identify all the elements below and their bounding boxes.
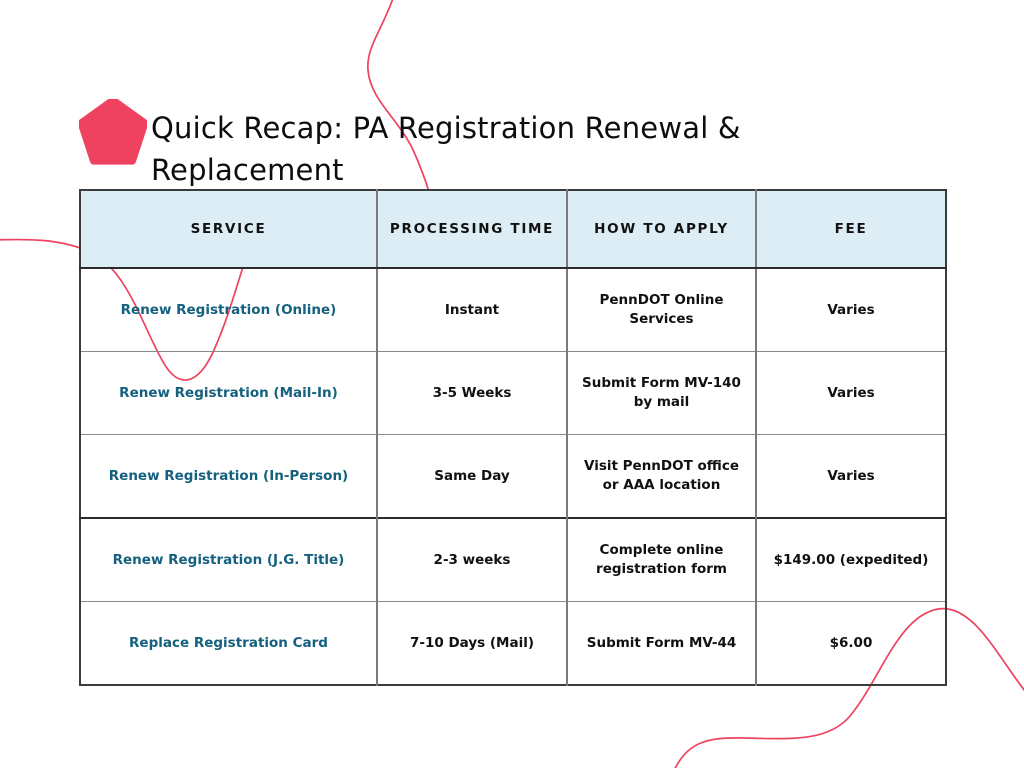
recap-table: SERVICE PROCESSING TIME HOW TO APPLY FEE… [79, 189, 947, 686]
cell-how-to-apply: Submit Form MV-44 [567, 601, 757, 685]
cell-how-to-apply: Complete online registration form [567, 517, 757, 602]
cell-fee: Varies [756, 434, 946, 519]
cell-service: Renew Registration (Online) [80, 268, 378, 352]
table-header-row: SERVICE PROCESSING TIME HOW TO APPLY FEE [80, 190, 946, 269]
column-header-fee: FEE [756, 190, 946, 269]
cell-service: Renew Registration (In-Person) [80, 434, 378, 519]
cell-processing-time: Same Day [377, 434, 568, 519]
column-header-processing-time: PROCESSING TIME [377, 190, 568, 269]
cell-fee: Varies [756, 268, 946, 352]
table-row: Renew Registration (Online) Instant Penn… [80, 268, 946, 352]
table-row: Renew Registration (Mail-In) 3-5 Weeks S… [80, 351, 946, 435]
cell-fee: $6.00 [829, 634, 873, 651]
cell-service: Renew Registration (Mail-In) [80, 351, 378, 435]
cell-service: Replace Registration Card [80, 601, 378, 685]
table-row: Renew Registration (In-Person) Same Day … [80, 434, 946, 519]
cell-how-to-apply: Submit Form MV-140 by mail [567, 351, 757, 435]
page-title: Quick Recap: PA Registration Renewal & R… [151, 111, 741, 188]
cell-fee: Varies [756, 351, 946, 435]
cell-how-to-apply: PennDOT Online Services [567, 268, 757, 352]
table-row: Renew Registration (J.G. Title) 2-3 week… [80, 517, 946, 602]
table-body: Renew Registration (Online) Instant Penn… [80, 268, 946, 685]
table-row: Replace Registration Card 7-10 Days (Mai… [80, 601, 946, 685]
cell-fee: $149.00 (expedited) [756, 517, 946, 602]
column-header-service: SERVICE [80, 190, 378, 269]
cell-processing-time: 3-5 Weeks [377, 351, 568, 435]
table-header: SERVICE PROCESSING TIME HOW TO APPLY FEE [80, 190, 946, 269]
cell-processing-time: 2-3 weeks [377, 517, 568, 602]
cell-processing-time: Instant [377, 268, 568, 352]
pentagon-shape [79, 99, 147, 165]
cell-service: Renew Registration (J.G. Title) [80, 517, 378, 602]
column-header-how-to-apply: HOW TO APPLY [567, 190, 757, 269]
recap-table-container: SERVICE PROCESSING TIME HOW TO APPLY FEE… [79, 189, 947, 686]
cell-how-to-apply: Visit PennDOT office or AAA location [567, 434, 757, 519]
cell-processing-time: 7-10 Days (Mail) [377, 601, 568, 685]
